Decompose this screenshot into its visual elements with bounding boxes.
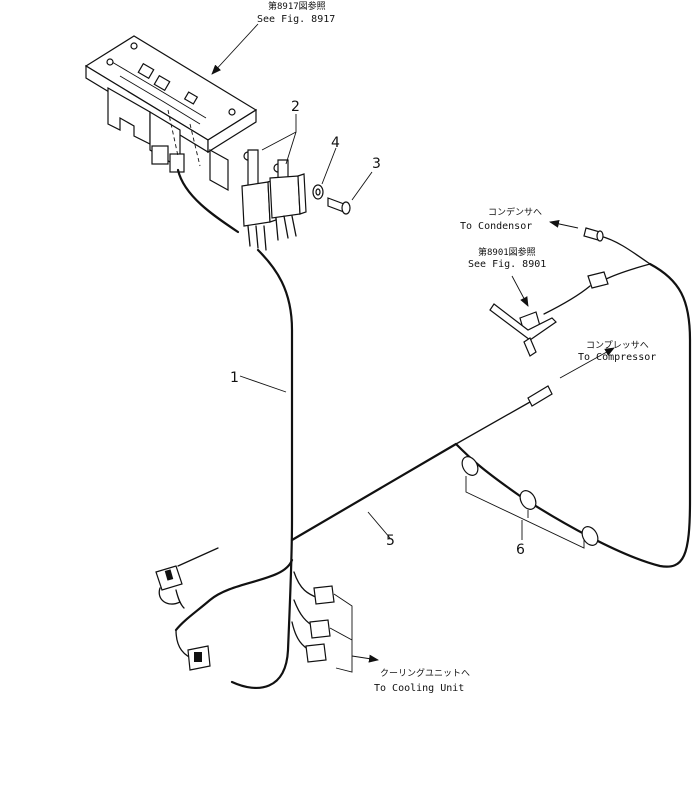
cooling-en-label: To Cooling Unit bbox=[374, 683, 464, 694]
part-number-6: 6 bbox=[516, 542, 525, 558]
part-number-1: 1 bbox=[230, 370, 239, 386]
lower-left-connectors bbox=[155, 547, 353, 673]
leader-lines bbox=[211, 23, 523, 663]
part-number-3: 3 bbox=[372, 156, 381, 172]
control-panel-assembly bbox=[84, 35, 283, 192]
part-number-5: 5 bbox=[386, 533, 395, 549]
compressor-connector bbox=[527, 347, 615, 407]
main-harness bbox=[174, 168, 319, 690]
branch-harness bbox=[290, 235, 692, 568]
part-number-2: 2 bbox=[291, 99, 300, 115]
cooling-jp-label: クーリングユニットへ bbox=[380, 667, 470, 679]
condenser-jp-label: コンデンサへ bbox=[488, 206, 542, 218]
condenser-en-label: To Condensor bbox=[460, 221, 532, 232]
compressor-jp-label: コンプレッサへ bbox=[586, 340, 649, 351]
fig8901-en-label: See Fig. 8901 bbox=[468, 259, 546, 270]
fig8901-jp-label: 第8901図参照 bbox=[478, 246, 536, 258]
compressor-en-label: To Compressor bbox=[578, 352, 656, 363]
harness-clamps bbox=[461, 456, 599, 549]
fig8917-en-label: See Fig. 8917 bbox=[257, 14, 335, 25]
fig8917-jp-label: 第8917図参照 bbox=[268, 0, 326, 12]
condenser-connectors bbox=[489, 219, 651, 357]
relay-pair bbox=[241, 149, 307, 251]
part-number-4: 4 bbox=[331, 135, 340, 151]
washer-and-bolt bbox=[312, 184, 351, 215]
